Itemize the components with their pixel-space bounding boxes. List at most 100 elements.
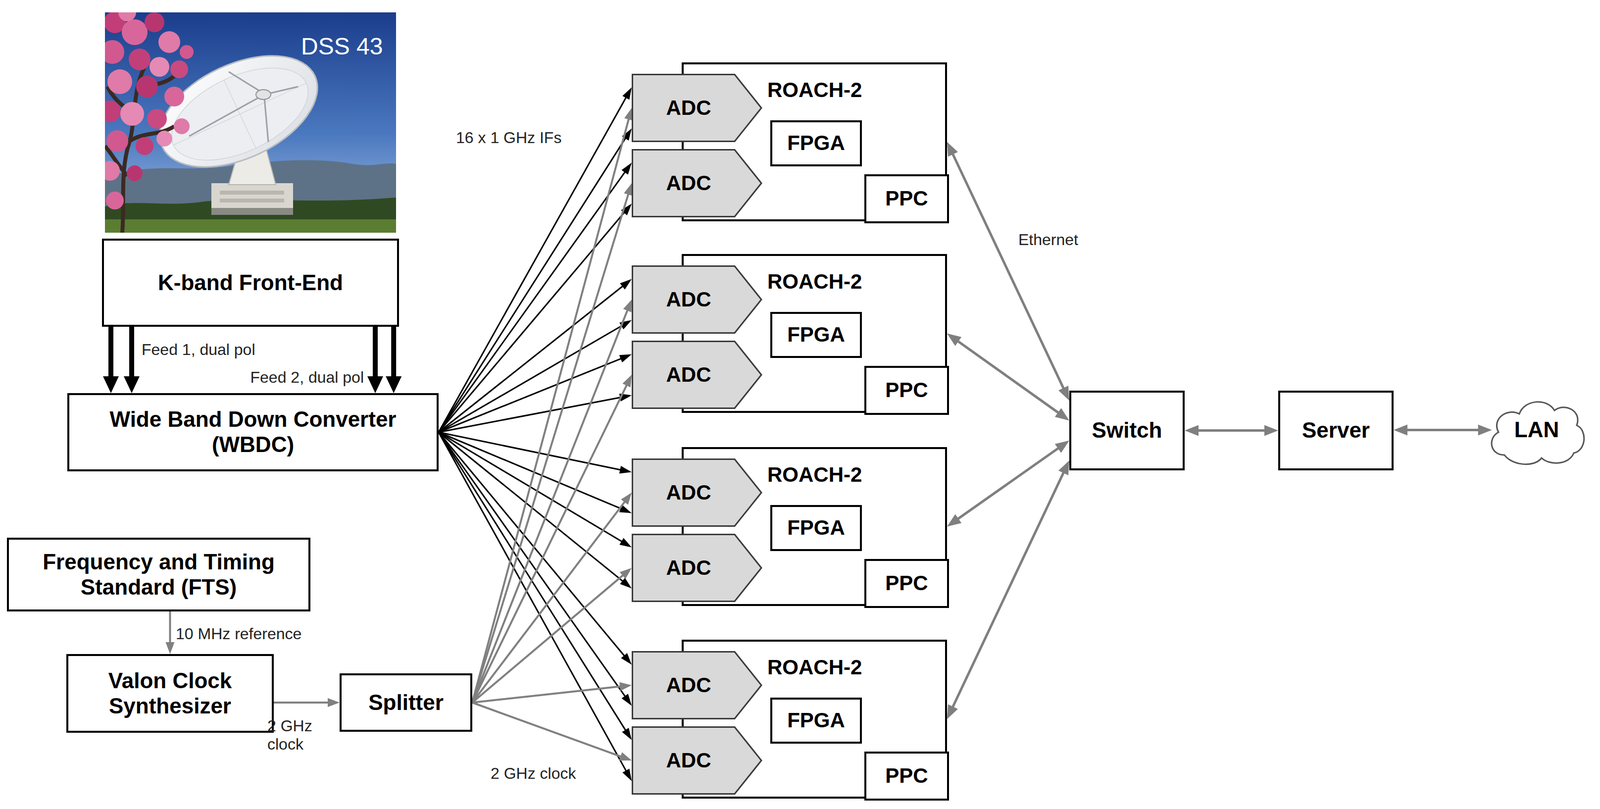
- arrow-head: [1058, 385, 1070, 401]
- signal-arrow: [438, 87, 632, 433]
- adc-shape: [632, 341, 762, 409]
- process-box: FPGA: [770, 504, 862, 551]
- blossom-tree: [106, 130, 129, 152]
- box-label: ADC: [666, 748, 712, 773]
- blossom-tree: [135, 137, 154, 155]
- process-box: PPC: [864, 174, 950, 224]
- signal-arrow: [438, 162, 632, 433]
- arrow-line: [955, 339, 1061, 414]
- box-label: FPGA: [787, 708, 846, 733]
- arrow-head: [947, 333, 962, 347]
- process-box: FPGA: [770, 120, 862, 167]
- arrow-head: [619, 577, 632, 589]
- box-label: PPC: [885, 763, 928, 788]
- arrow-head: [327, 698, 340, 707]
- signal-arrow: [472, 183, 633, 703]
- blossom-tree: [128, 48, 151, 71]
- signal-arrow: [438, 432, 632, 589]
- adc-shape: [632, 459, 762, 527]
- arrow-line: [438, 170, 627, 433]
- antenna-dish: [228, 71, 263, 93]
- network-cloud: LAN: [1484, 390, 1589, 470]
- box-label: ROACH-2: [767, 78, 862, 102]
- arrow-line: [438, 397, 623, 433]
- arrow-head: [622, 768, 632, 782]
- antenna-dish: [255, 89, 271, 100]
- blossom-tree: [164, 86, 185, 107]
- arrow-head: [622, 87, 632, 100]
- arrow-line: [169, 611, 172, 645]
- station-name: DSS 43: [300, 32, 383, 60]
- box-label: LAN: [1514, 417, 1559, 443]
- signal-label: 2 GHz clock: [267, 716, 327, 754]
- signal-arrow: [472, 374, 632, 703]
- arrow-head: [165, 642, 175, 654]
- signal-arrow: [438, 432, 632, 706]
- signal-arrow: [472, 682, 632, 703]
- process-box: Splitter: [339, 673, 473, 732]
- signal-arrow: [1393, 424, 1493, 436]
- signal-arrow: [438, 279, 632, 433]
- blossom-tree: [179, 45, 194, 59]
- adc-block: ADC: [631, 533, 763, 602]
- blossom-tree: [136, 75, 158, 98]
- box-label: ROACH-2: [767, 655, 862, 680]
- box-label: K-band Front-End: [157, 270, 344, 296]
- process-box: K-band Front-End: [101, 238, 400, 327]
- arrow-line: [472, 686, 623, 703]
- blossom-tree: [104, 100, 121, 123]
- arrow-head: [623, 183, 633, 197]
- blossom-tree: [156, 130, 173, 147]
- adc-block: ADC: [631, 458, 763, 527]
- blossom-tree: [120, 101, 145, 126]
- arrow-head: [619, 465, 632, 474]
- adc-block: ADC: [631, 726, 763, 795]
- box-label: Wide Band Down Converter (WBDC): [94, 406, 412, 457]
- box-label: ADC: [666, 673, 712, 698]
- arrow-head: [123, 376, 140, 394]
- signal-arrow: [947, 333, 1070, 421]
- antenna-dish: [264, 97, 269, 143]
- box-label: ADC: [666, 287, 712, 312]
- arrow-line: [472, 500, 626, 703]
- box-label: Switch: [1092, 417, 1163, 444]
- arrow-line: [951, 151, 1065, 391]
- arrow-line: [472, 702, 623, 757]
- arrow-line: [472, 117, 630, 703]
- signal-label: 10 MHz reference: [175, 624, 302, 644]
- arrow-line: [129, 326, 135, 380]
- arrow-line: [108, 326, 114, 380]
- signal-arrow: [947, 460, 1070, 720]
- adc-shape: [632, 651, 762, 719]
- box-label: ADC: [666, 171, 712, 196]
- arrow-head: [624, 107, 633, 121]
- arrow-line: [1404, 428, 1481, 432]
- blossom-tree: [104, 40, 125, 64]
- process-box: Frequency and Timing Standard (FTS): [6, 537, 311, 612]
- signal-arrow: [947, 142, 1070, 401]
- blossom-tree: [107, 69, 133, 95]
- arrow-head: [947, 513, 962, 527]
- signal-label: 16 x 1 GHz IFs: [455, 128, 562, 148]
- box-label: ADC: [666, 555, 712, 580]
- box-label: ADC: [666, 96, 712, 120]
- arrow-line: [438, 285, 625, 433]
- arrow-head: [620, 492, 632, 505]
- antenna-dish: [189, 95, 263, 137]
- blossom-tree: [118, 12, 137, 22]
- arrow-head: [619, 682, 632, 692]
- sky: [104, 12, 397, 233]
- box-label: Valon Clock Synthesizer: [68, 668, 272, 719]
- blossom-tree: [104, 12, 194, 233]
- signal-label: Feed 1, dual pol: [141, 340, 256, 359]
- adc-block: ADC: [631, 265, 763, 334]
- arrow-head: [622, 374, 632, 388]
- lawn: [104, 219, 397, 233]
- signal-arrow: [1184, 425, 1279, 437]
- signal-arrow: [438, 203, 632, 433]
- signal-arrow: [123, 326, 140, 394]
- box-label: ADC: [666, 480, 712, 505]
- adc-block: ADC: [631, 149, 763, 218]
- box-label: PPC: [885, 378, 928, 402]
- adc-block: ADC: [631, 340, 763, 409]
